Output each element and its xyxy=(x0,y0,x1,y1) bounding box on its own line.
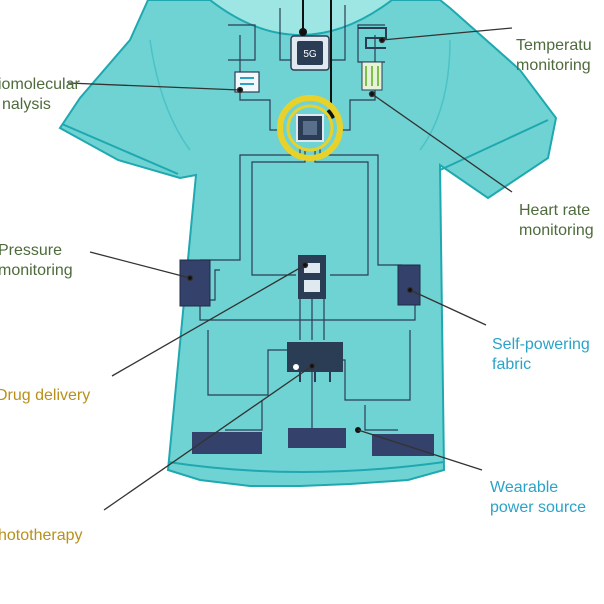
drug-delivery-device xyxy=(298,255,326,299)
power-source-left xyxy=(192,432,262,454)
temperature-sensor xyxy=(358,27,387,49)
left-fold xyxy=(149,39,191,151)
leader-self-powering xyxy=(409,289,487,326)
leader-wearable-power xyxy=(357,429,483,471)
left-sleeve-hem xyxy=(61,123,179,175)
self-powering-patch xyxy=(397,264,421,306)
heart-rate-sensor xyxy=(361,61,383,91)
leader-temperature xyxy=(381,27,513,41)
label-drug-delivery: Drug delivery xyxy=(0,387,91,404)
phototherapy-chip xyxy=(287,342,343,382)
shirt xyxy=(58,0,558,487)
pressure-patch xyxy=(179,259,211,307)
power-source-center xyxy=(288,428,346,448)
leader-pressure xyxy=(89,251,191,279)
bottom-hem xyxy=(167,461,445,473)
leader-biomolecular xyxy=(67,82,241,91)
leader-lines xyxy=(67,27,513,511)
label-phototherapy: hototherapy xyxy=(0,527,83,544)
5g-chip: 5G xyxy=(290,35,330,71)
leader-drug-delivery xyxy=(111,264,306,377)
biomolecular-sensor xyxy=(234,71,260,93)
right-fold xyxy=(419,39,451,151)
right-sleeve-hem xyxy=(439,119,549,171)
chip-label: 5G xyxy=(303,49,317,60)
shirt-body xyxy=(58,0,558,487)
leader-phototherapy xyxy=(103,365,313,511)
leader-heart-rate xyxy=(371,93,513,193)
central-coil xyxy=(277,95,343,161)
